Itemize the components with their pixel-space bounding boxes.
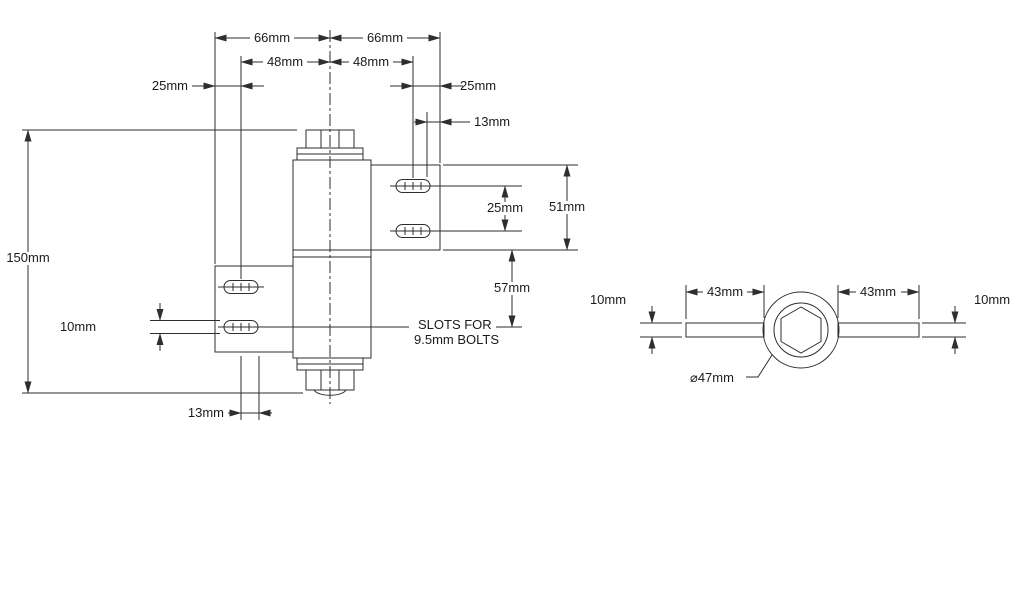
label-bg: [3, 252, 53, 265]
hinge-body: [292, 159, 372, 359]
dim-label: 48mm: [267, 54, 303, 69]
dim-10-slot: 10mm: [60, 303, 164, 351]
left-bar: [685, 322, 765, 338]
dim-label: 43mm: [860, 284, 896, 299]
extension-lines: [640, 285, 966, 338]
note-line-1: SLOTS FOR: [418, 317, 492, 332]
dim-48-left: 48mm: [240, 54, 331, 69]
hex-socket: [780, 306, 822, 354]
dim-label: 13mm: [188, 405, 224, 420]
body-outline: [292, 159, 372, 359]
label-bg: [485, 202, 525, 215]
label-bg: [856, 286, 901, 299]
dim-10-left: 10mm: [590, 292, 656, 354]
dim-43-right: 43mm: [837, 284, 920, 299]
dim-25-right: 25mm: [390, 78, 496, 93]
dim-66-left: 66mm: [214, 30, 331, 45]
label-bg: [363, 32, 407, 45]
right-bar: [837, 322, 920, 338]
bolt-slot: [217, 280, 265, 294]
dim-label: 13mm: [474, 114, 510, 129]
hub-outer-circle: [762, 291, 840, 369]
leader-line: [746, 354, 773, 378]
label-bg: [250, 32, 294, 45]
label-bg: [545, 201, 589, 214]
dim-label: 66mm: [254, 30, 290, 45]
front-view: 66mm 66mm 48mm 48mm 25mm: [3, 30, 589, 420]
slots-note: SLOTS FOR 9.5mm BOLTS: [414, 317, 499, 347]
dim-label: 25mm: [487, 200, 523, 215]
label-bg: [263, 56, 307, 69]
label-bg: [349, 56, 393, 69]
right-plate: [370, 164, 441, 251]
dim-66-right: 66mm: [329, 30, 441, 45]
dim-25-slot-spacing: 25mm: [485, 185, 525, 232]
label-bg: [703, 286, 747, 299]
dim-label: 43mm: [707, 284, 743, 299]
dim-label: 150mm: [6, 250, 49, 265]
dim-label: 25mm: [460, 78, 496, 93]
bolt-slot: [389, 179, 437, 193]
dim-57: 57mm: [490, 249, 534, 328]
dim-label: 10mm: [590, 292, 626, 307]
dim-label: 66mm: [367, 30, 403, 45]
top-view: 43mm 43mm 10mm 10mm ⌀47mm: [590, 284, 1010, 385]
dim-label: 10mm: [60, 319, 96, 334]
dim-10-right: 10mm: [951, 292, 1010, 354]
dim-label: ⌀47mm: [690, 370, 734, 385]
dim-label: 57mm: [494, 280, 530, 295]
dim-label: 48mm: [353, 54, 389, 69]
dim-diameter-47: ⌀47mm: [690, 354, 773, 385]
dim-label: 25mm: [152, 78, 188, 93]
dim-13-bottom: 13mm: [188, 405, 272, 420]
dim-150: 150mm: [3, 129, 53, 394]
dim-13-top: 13mm: [414, 114, 510, 129]
dim-label: 51mm: [549, 199, 585, 214]
dim-48-right: 48mm: [329, 54, 414, 69]
bolt-slot: [217, 320, 265, 334]
label-bg: [490, 282, 534, 295]
dim-43-left: 43mm: [685, 284, 765, 299]
bolt-slot: [389, 224, 437, 238]
note-line-2: 9.5mm BOLTS: [414, 332, 499, 347]
left-plate: [214, 265, 294, 353]
dim-51: 51mm: [545, 164, 589, 251]
dim-25-left: 25mm: [152, 78, 264, 93]
dim-label: 10mm: [974, 292, 1010, 307]
hub-inner-circle: [773, 302, 829, 358]
